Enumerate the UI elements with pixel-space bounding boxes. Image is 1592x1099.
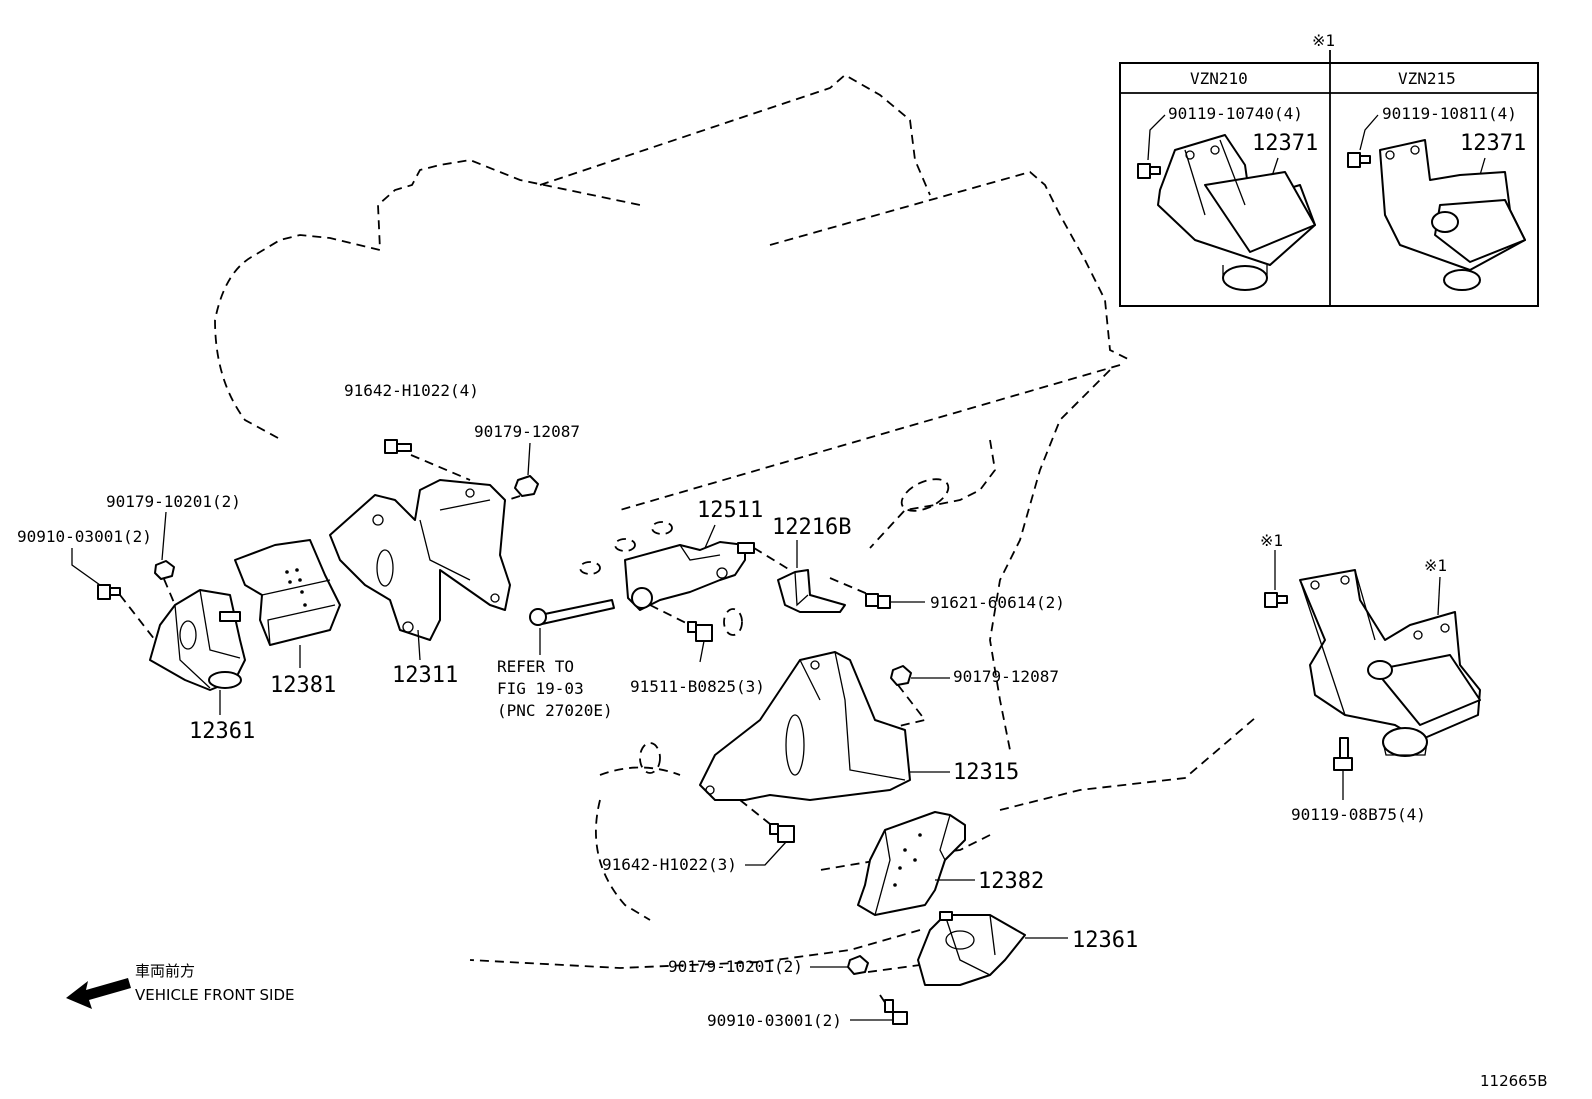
inset-part-label-vzn215: 12371: [1460, 131, 1526, 156]
engine-mount-icon: [1157, 134, 1316, 291]
label-91621-60614: 91621-60614(2): [930, 593, 1065, 612]
label-90179-12087-top: 90179-12087: [474, 422, 580, 441]
marker-mount: ※1: [1424, 556, 1447, 575]
middle-group: REFER TO FIG 19-03 (PNC 27020E) 12511 12…: [497, 498, 1138, 1030]
direction-en: VEHICLE FRONT SIDE: [135, 986, 295, 1004]
direction-indicator: 車両前方 VEHICLE FRONT SIDE: [66, 962, 295, 1009]
bolt-icon: [97, 584, 121, 600]
insulator-12381: [234, 539, 341, 646]
bolt-icon: [1347, 152, 1371, 168]
marker-bolt: ※1: [1260, 531, 1283, 550]
label-90179-12087-mid: 90179-12087: [953, 667, 1059, 686]
bolt-icon: [769, 823, 795, 843]
inset-bolt-label-vzn210: 90119-10740(4): [1168, 104, 1303, 123]
inset-header-vzn210: VZN210: [1190, 69, 1248, 88]
inset-marker: ※1: [1312, 31, 1335, 50]
label-12361-left: 12361: [189, 719, 255, 744]
right-mount-group: ※1 ※1 90119-08B75(4): [1260, 531, 1481, 824]
engine-mount-12361-left: [149, 589, 246, 691]
insulator-12382: [857, 811, 966, 916]
label-12311: 12311: [392, 663, 458, 688]
refer-line-2: FIG 19-03: [497, 679, 584, 698]
bracket-12511: [624, 541, 755, 611]
label-12381: 12381: [270, 673, 336, 698]
label-90179-10201-bottom: 90179-10201(2): [668, 957, 803, 976]
label-12216b: 12216B: [772, 515, 851, 540]
engine-mount-icon: [1299, 569, 1481, 757]
bracket-12315: [699, 651, 911, 801]
bolt-icon: [1264, 592, 1288, 608]
inset-header-vzn215: VZN215: [1398, 69, 1456, 88]
engine-mount-icon: [1379, 139, 1526, 291]
label-12315: 12315: [953, 760, 1019, 785]
label-90119-08b75: 90119-08B75(4): [1291, 805, 1426, 824]
left-mount-group: 91642-H1022(4) 90179-12087 12311: [17, 381, 580, 744]
label-91642-h1022-4: 91642-H1022(4): [344, 381, 479, 400]
bolt-icon: [865, 593, 891, 609]
label-90910-03001-left: 90910-03001(2): [17, 527, 152, 546]
nut-icon: [890, 665, 912, 686]
arrow-left-icon: [66, 978, 131, 1009]
label-90179-10201-left: 90179-10201(2): [106, 492, 241, 511]
bolt-icon: [384, 439, 412, 454]
engine-mount-12361-right: [917, 911, 1026, 986]
label-91642-h1022-3: 91642-H1022(3): [602, 855, 737, 874]
bracket-12216b: [777, 569, 846, 613]
label-12382: 12382: [978, 869, 1044, 894]
engine-outline: [214, 73, 1256, 969]
stud-bolt: [529, 599, 615, 626]
label-90910-03001-bottom: 90910-03001(2): [707, 1011, 842, 1030]
bracket-12311: [329, 479, 511, 641]
variant-inset-table: ※1 VZN210 VZN215 90119-10740(4) 12371 90…: [1119, 31, 1539, 307]
refer-line-3: (PNC 27020E): [497, 701, 613, 720]
label-91511-b0825: 91511-B0825(3): [630, 677, 765, 696]
figure-id: 112665B: [1480, 1072, 1548, 1090]
bolt-icon: [884, 999, 908, 1025]
direction-jp: 車両前方: [135, 962, 195, 980]
nut-icon: [847, 955, 869, 975]
bolt-icon: [687, 621, 713, 642]
inset-bolt-label-vzn215: 90119-10811(4): [1382, 104, 1517, 123]
nut-icon: [514, 475, 539, 497]
nut-icon: [154, 560, 175, 580]
label-12511: 12511: [697, 498, 763, 523]
bolt-icon: [1333, 737, 1353, 771]
refer-line-1: REFER TO: [497, 657, 574, 676]
bolt-icon: [1137, 163, 1161, 179]
label-12361-right: 12361: [1072, 928, 1138, 953]
inset-part-label-vzn210: 12371: [1252, 131, 1318, 156]
